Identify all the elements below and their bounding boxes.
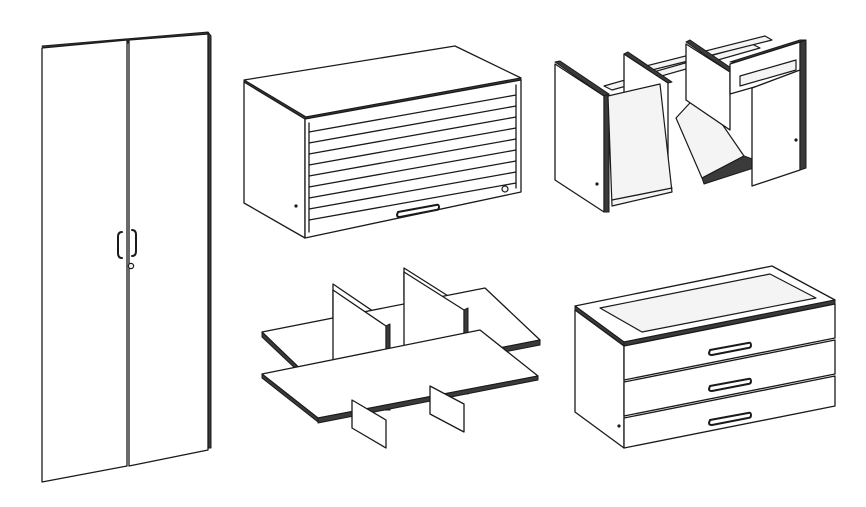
drawer-3-front bbox=[623, 375, 836, 449]
drawer-cabinet-top-opening bbox=[599, 273, 817, 333]
shutter-cabinet-front bbox=[304, 79, 522, 239]
frame-inner-panel-left-top bbox=[623, 51, 673, 84]
drawer-cabinet-dot bbox=[617, 424, 621, 428]
frame-right-drawer bbox=[739, 59, 797, 87]
wardrobe-left-handle bbox=[117, 231, 123, 259]
frame-dot-right bbox=[794, 138, 798, 142]
drawer-3-handle bbox=[708, 411, 752, 426]
three-drawer-cabinet bbox=[574, 265, 836, 449]
frame-right-side-edge bbox=[799, 39, 807, 171]
frame-inner-panel-mid bbox=[685, 43, 731, 131]
shutter-lock bbox=[501, 185, 509, 193]
shutter-handle bbox=[396, 203, 440, 218]
wardrobe-right-door bbox=[128, 33, 209, 467]
roller-shutter-cabinet bbox=[243, 45, 522, 239]
divider-lower-shelf-edge-front bbox=[317, 375, 539, 424]
frame-dot-left bbox=[595, 182, 599, 186]
drawer-2-handle bbox=[708, 377, 752, 392]
keyboard-tray-frames bbox=[554, 35, 807, 213]
frame-left-tray bbox=[607, 83, 673, 207]
drawer-2-front bbox=[623, 339, 836, 417]
frame-right-side bbox=[751, 69, 801, 187]
frame-left-side-edge bbox=[603, 93, 610, 213]
wardrobe-left-door bbox=[41, 39, 128, 483]
tall-wardrobe bbox=[41, 31, 212, 483]
drawer-1-handle bbox=[708, 341, 752, 356]
drawer-1-front bbox=[623, 303, 836, 381]
frame-right-top-edge bbox=[729, 39, 807, 63]
wardrobe-lock bbox=[127, 262, 135, 270]
wardrobe-right-handle bbox=[131, 229, 137, 257]
shutter-side-dot bbox=[294, 204, 298, 208]
shutter-slats bbox=[308, 84, 517, 233]
divider-leg-right bbox=[429, 385, 465, 433]
divider-leg-left bbox=[351, 399, 387, 449]
cross-divider-shelf bbox=[261, 267, 541, 449]
